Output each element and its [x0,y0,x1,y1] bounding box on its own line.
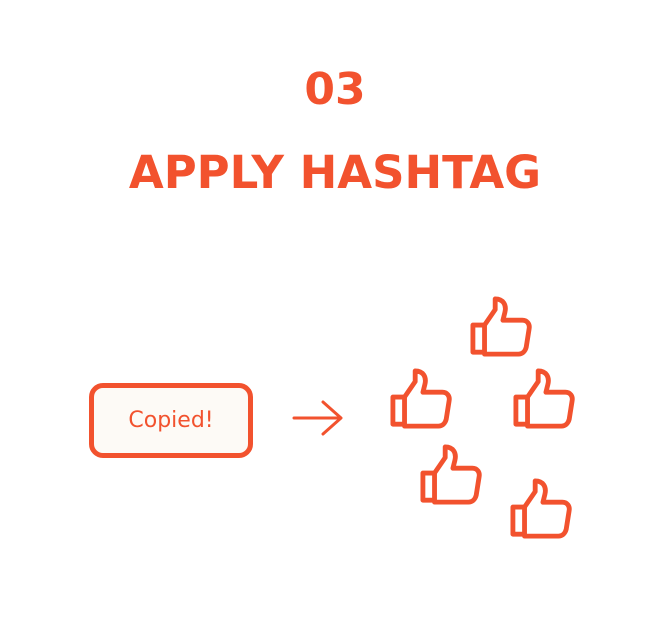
thumbs-up-icon [510,478,572,540]
thumbs-up-icon [420,444,482,506]
step-number: 03 [304,64,366,115]
step-title: APPLY HASHTAG [128,146,542,199]
thumbs-up-icon [390,368,452,430]
copied-button-label: Copied! [128,408,214,433]
arrow-right-icon [292,400,343,436]
copied-button[interactable]: Copied! [89,383,253,458]
thumbs-up-icon [513,368,575,430]
thumbs-up-icon [470,296,532,358]
